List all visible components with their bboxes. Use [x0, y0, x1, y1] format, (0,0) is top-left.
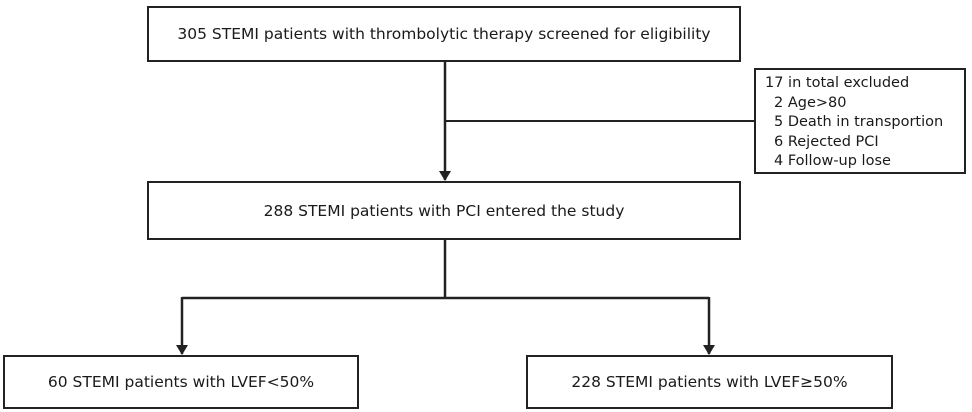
group-low-text: 60 STEMI patients with LVEF<50% — [47, 373, 315, 391]
entered-text: 288 STEMI patients with PCI entered the … — [263, 201, 625, 220]
group-high-text: 228 STEMI patients with LVEF≥50% — [571, 373, 848, 391]
excluded-total: 17 in total excluded — [765, 75, 910, 91]
group-high-box: 228 STEMI patients with LVEF≥50% — [526, 355, 893, 409]
excluded-box: 17 in total excluded 2 Age>80 5 Death in… — [754, 68, 966, 174]
excluded-item-death: 5 Death in transportion — [774, 114, 944, 130]
group-low-box: 60 STEMI patients with LVEF<50% — [3, 355, 359, 409]
screened-text: 305 STEMI patients with thrombolytic the… — [177, 25, 711, 43]
excluded-item-followup: 4 Follow-up lose — [774, 153, 891, 169]
excluded-item-rejected: 6 Rejected PCI — [774, 133, 879, 150]
excluded-item-age: 2 Age>80 — [774, 94, 847, 111]
screened-box: 305 STEMI patients with thrombolytic the… — [147, 6, 741, 62]
entered-box: 288 STEMI patients with PCI entered the … — [147, 181, 741, 240]
